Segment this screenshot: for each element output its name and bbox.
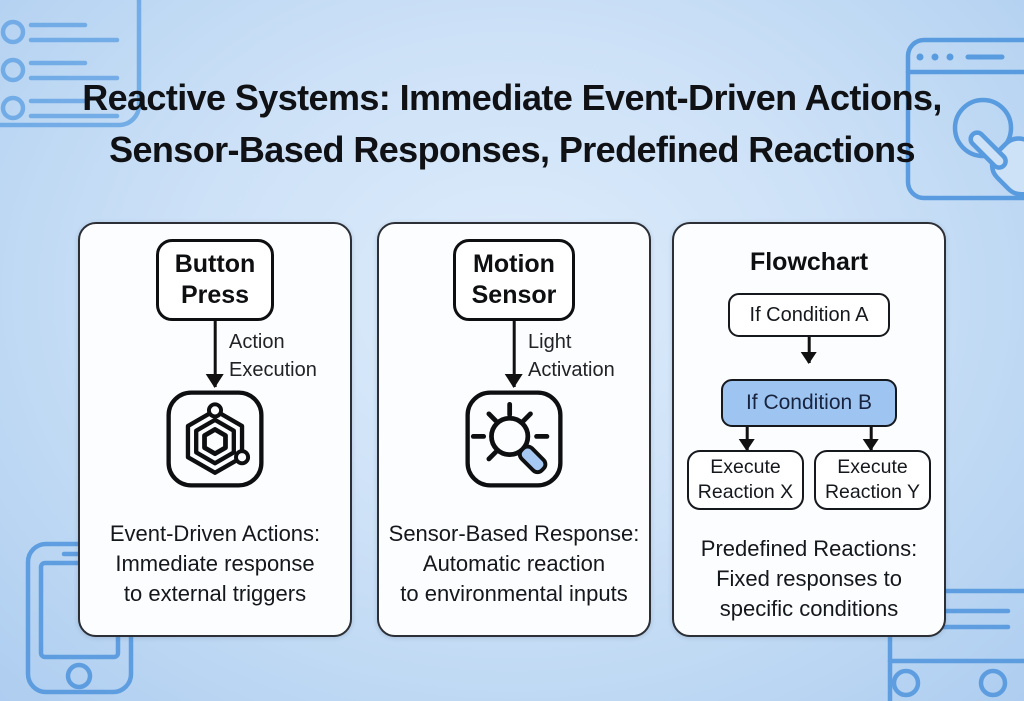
light-activation-label: Light Activation bbox=[528, 331, 615, 382]
button-press-node: Button Press bbox=[155, 239, 275, 321]
hexagon-network-icon bbox=[163, 387, 267, 491]
card-sensor-based-response: Motion Sensor Light Activation bbox=[377, 222, 651, 637]
down-arrow bbox=[512, 321, 516, 387]
page-title: Reactive Systems: Immediate Event-Driven… bbox=[0, 72, 1024, 176]
flowchart-header: Flowchart bbox=[749, 248, 869, 276]
card-event-driven-actions: Button Press Action Execution Event-Driv… bbox=[78, 222, 352, 637]
card-predefined-reactions: Flowchart If Condition A If Condition B … bbox=[672, 222, 946, 637]
condition-b-node-highlighted: If Condition B bbox=[721, 379, 897, 427]
reaction-x-node: Execute Reaction X bbox=[687, 450, 804, 510]
predefined-reactions-caption: Predefined Reactions: Fixed responses to… bbox=[700, 536, 918, 621]
light-activation-arrow: Light Activation bbox=[379, 321, 649, 387]
browser-window-hand-cursor-decoration bbox=[905, 35, 1024, 235]
condition-a-to-b-arrow bbox=[674, 337, 944, 363]
button-press-label-line1: Button bbox=[174, 250, 256, 278]
down-arrow bbox=[807, 337, 811, 363]
down-arrow-right bbox=[869, 427, 873, 450]
reaction-row: Execute Reaction X Execute Reaction Y bbox=[687, 450, 931, 510]
down-arrow bbox=[213, 321, 217, 387]
list-panel-decoration bbox=[0, 0, 155, 135]
condition-a-node: If Condition A bbox=[728, 293, 890, 337]
sensor-based-caption: Sensor-Based Response: Automatic reactio… bbox=[388, 521, 640, 606]
action-execution-arrow: Action Execution bbox=[80, 321, 350, 387]
page-title-line2: Sensor-Based Responses, Predefined React… bbox=[109, 129, 915, 170]
action-execution-label: Action Execution bbox=[229, 331, 317, 382]
button-press-label-line2: Press bbox=[180, 281, 250, 309]
motion-sensor-node: Motion Sensor bbox=[452, 239, 576, 321]
condition-b-branch-arrows bbox=[674, 427, 944, 450]
page-title-line1: Reactive Systems: Immediate Event-Driven… bbox=[82, 77, 942, 118]
lightbulb-icon bbox=[462, 387, 566, 491]
motion-sensor-label-line1: Motion bbox=[473, 250, 555, 278]
event-driven-caption: Event-Driven Actions: Immediate response… bbox=[109, 521, 321, 606]
motion-sensor-label-line2: Sensor bbox=[471, 281, 557, 309]
down-arrow-left bbox=[745, 427, 749, 450]
reaction-y-node: Execute Reaction Y bbox=[814, 450, 931, 510]
